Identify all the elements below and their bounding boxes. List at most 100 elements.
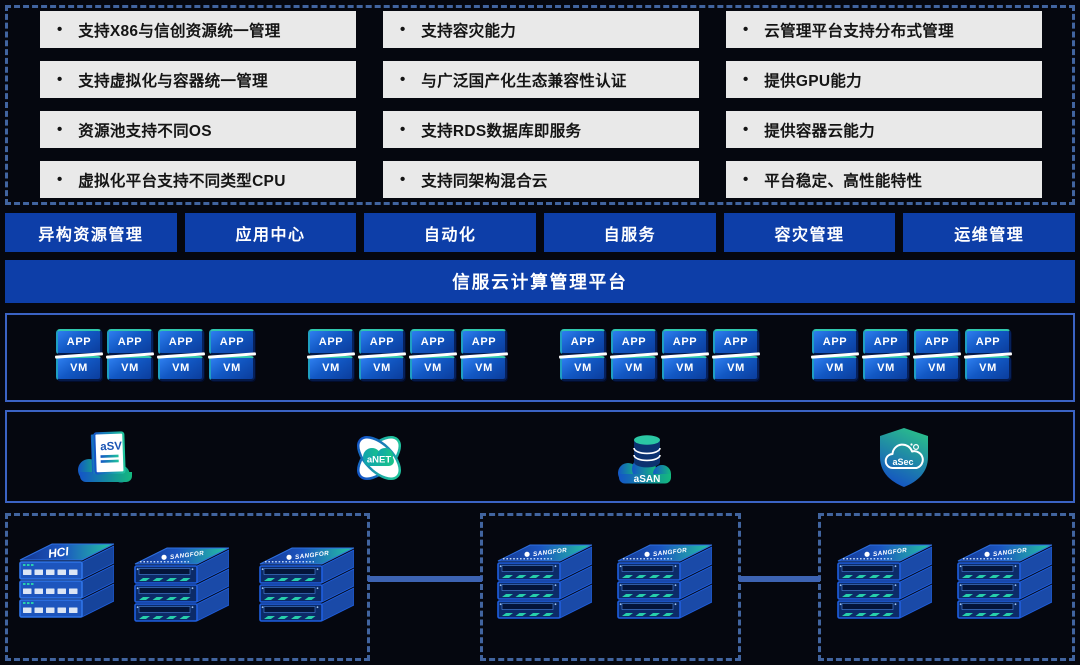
anet-label: aNET (367, 455, 391, 466)
feature-text: 虚拟化平台支持不同类型CPU (78, 172, 286, 190)
app-cap: APP (863, 329, 909, 355)
bullet-icon: • (400, 21, 406, 38)
bullet-icon: • (400, 121, 406, 138)
features-column-2: • 支持容灾能力 • 与广泛国产化生态兼容性认证 • 支持RDS数据库即服务 •… (383, 10, 699, 199)
app-vm-chip: APP VM (55, 329, 103, 381)
app-vm-chip: APP VM (409, 329, 457, 381)
infra-cluster-2 (480, 513, 741, 661)
app-cap: APP (461, 329, 507, 355)
bullet-icon: • (743, 71, 749, 88)
app-vm-chip: APP VM (307, 329, 355, 381)
vm-cap: VM (359, 355, 405, 381)
asec-shield (880, 428, 928, 487)
app-vm-chip: APP VM (610, 329, 658, 381)
vm-cap: VM (812, 355, 858, 381)
chip-group: APP VM APP VM APP VM APP VM (811, 329, 1012, 381)
vm-cap: VM (914, 355, 960, 381)
asv-label: aSV (100, 441, 122, 454)
server-sangfor (496, 541, 592, 621)
vm-cap: VM (611, 355, 657, 381)
app-cap: APP (965, 329, 1011, 355)
vm-cap: VM (461, 355, 507, 381)
app-vm-chip: APP VM (712, 329, 760, 381)
vm-cap: VM (107, 355, 153, 381)
server-sangfor (836, 541, 932, 621)
vm-cap: VM (713, 355, 759, 381)
vm-cap: VM (158, 355, 204, 381)
anet-cloud (363, 448, 394, 466)
app-cap: APP (410, 329, 456, 355)
vm-cap: VM (662, 355, 708, 381)
feature-text: 平台稳定、高性能特性 (764, 172, 923, 190)
chip-group: APP VM APP VM APP VM APP VM (55, 329, 256, 381)
bullet-icon: • (57, 21, 63, 38)
asan-icon: aSAN (618, 435, 671, 485)
workloads-section: APP VM APP VM APP VM APP VM APP (5, 313, 1075, 402)
vm-cap: VM (863, 355, 909, 381)
app-cap: APP (56, 329, 102, 355)
components-section: aSV aNET aSAN (5, 410, 1075, 503)
anet-icon: aNET (357, 436, 401, 480)
asan-label: aSAN (634, 474, 661, 485)
bullet-icon: • (57, 71, 63, 88)
app-cap: APP (812, 329, 858, 355)
server-hci (18, 540, 114, 620)
modules-row: 异构资源管理 应用中心 自动化 自服务 容灾管理 运维管理 (5, 213, 1076, 252)
app-cap: APP (914, 329, 960, 355)
features-column-1: • 支持X86与信创资源统一管理 • 支持虚拟化与容器统一管理 • 资源池支持不… (40, 10, 356, 199)
bullet-icon: • (743, 21, 749, 38)
feature-item: • 提供容器云能力 (726, 111, 1042, 148)
feature-text: 云管理平台支持分布式管理 (764, 22, 954, 40)
bullet-icon: • (57, 121, 63, 138)
module-app-center: 应用中心 (184, 213, 357, 252)
bullet-icon: • (743, 121, 749, 138)
feature-item: • 支持虚拟化与容器统一管理 (40, 61, 356, 98)
module-automation: 自动化 (364, 213, 537, 252)
server-sangfor (956, 541, 1052, 621)
feature-item: • 支持同架构混合云 (383, 161, 699, 198)
bullet-icon: • (400, 71, 406, 88)
chip-group: APP VM APP VM APP VM APP VM (307, 329, 508, 381)
feature-item: • 支持X86与信创资源统一管理 (40, 11, 356, 48)
connector-line (739, 576, 820, 582)
feature-text: 资源池支持不同OS (78, 122, 212, 140)
bullet-icon: • (57, 171, 63, 188)
app-vm-chip: APP VM (811, 329, 859, 381)
feature-text: 支持容灾能力 (421, 22, 517, 40)
feature-text: 与广泛国产化生态兼容性认证 (421, 72, 627, 90)
chip-group: APP VM APP VM APP VM APP VM (559, 329, 760, 381)
app-cap: APP (209, 329, 255, 355)
asec-label: aSec (892, 457, 913, 467)
module-self-service: 自服务 (544, 213, 716, 252)
feature-text: 提供GPU能力 (764, 72, 862, 90)
module-disaster-recovery: 容灾管理 (723, 213, 896, 252)
module-heterogeneous-resources: 异构资源管理 (5, 213, 177, 252)
bullet-icon: • (400, 171, 406, 188)
module-ops-management: 运维管理 (903, 213, 1076, 252)
server-sangfor (258, 544, 354, 624)
feature-text: 支持X86与信创资源统一管理 (78, 22, 281, 40)
features-column-3: • 云管理平台支持分布式管理 • 提供GPU能力 • 提供容器云能力 • 平台稳… (726, 10, 1042, 199)
vm-cap: VM (56, 355, 102, 381)
app-cap: APP (560, 329, 606, 355)
feature-item: • 支持容灾能力 (383, 11, 699, 48)
app-cap: APP (158, 329, 204, 355)
app-vm-chip: APP VM (460, 329, 508, 381)
app-cap: APP (611, 329, 657, 355)
app-vm-chip: APP VM (157, 329, 205, 381)
feature-item: • 虚拟化平台支持不同类型CPU (40, 161, 356, 198)
asec-icon: aSec (880, 428, 928, 487)
vm-cap: VM (209, 355, 255, 381)
feature-item: • 提供GPU能力 (726, 61, 1042, 98)
app-vm-chip: APP VM (208, 329, 256, 381)
feature-item: • 云管理平台支持分布式管理 (726, 11, 1042, 48)
feature-text: 支持同架构混合云 (421, 172, 548, 190)
app-vm-chip: APP VM (862, 329, 910, 381)
feature-item: • 支持RDS数据库即服务 (383, 111, 699, 148)
app-vm-chip: APP VM (964, 329, 1012, 381)
app-vm-chip: APP VM (358, 329, 406, 381)
app-vm-chip: APP VM (106, 329, 154, 381)
features-panel: • 支持X86与信创资源统一管理 • 支持虚拟化与容器统一管理 • 资源池支持不… (5, 5, 1075, 205)
app-vm-chip: APP VM (913, 329, 961, 381)
